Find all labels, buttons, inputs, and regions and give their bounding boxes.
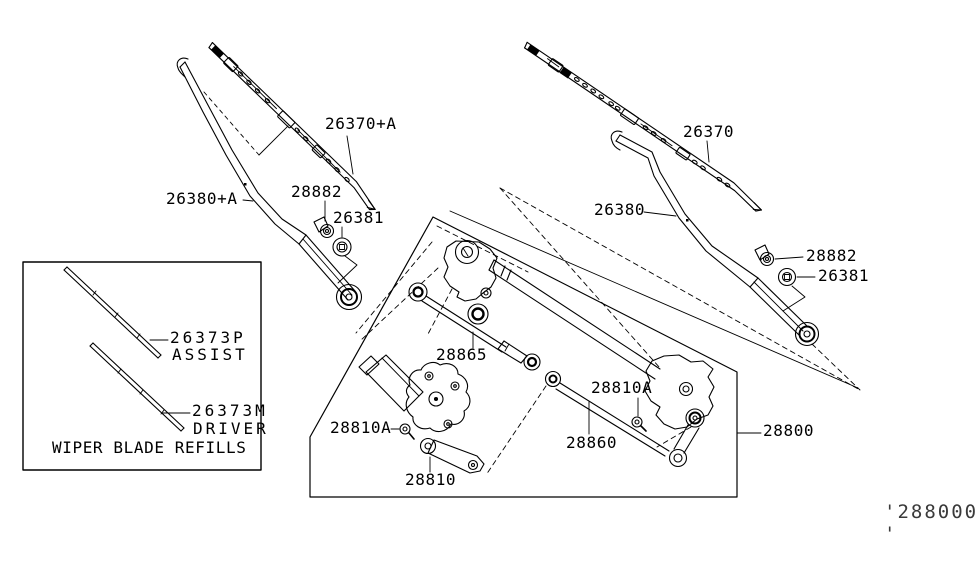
nut-left-icon: [314, 217, 334, 238]
label-nut-right: 28882: [806, 246, 858, 265]
assembly-boundary-28800: [310, 217, 737, 497]
arm-right-icon: [611, 131, 818, 345]
label-refill-assist-role: ASSIST: [172, 345, 248, 364]
label-grommet-right: 26381: [818, 266, 870, 285]
label-refill-assist-part: 26373P: [170, 328, 246, 347]
grommet-left-icon: [333, 238, 357, 283]
pivot-left-icon: [444, 241, 497, 302]
label-refill-driver-role: DRIVER: [193, 419, 269, 438]
frame-tube-icon: [489, 260, 660, 379]
bolt-left-icon: [400, 424, 414, 439]
label-motor-bolt-left: 28810A: [330, 418, 392, 437]
grommet-right-icon: [779, 269, 806, 312]
alignment-lines-left: [204, 92, 288, 155]
refill-box-icon: [23, 262, 261, 470]
construction-lines: [356, 188, 860, 475]
drawing-number-watermark: '288000 ': [884, 501, 975, 545]
label-link-rod: 28865: [436, 345, 488, 364]
label-blade-left: 26370+A: [325, 114, 397, 133]
label-linkage-assembly: 28800: [763, 421, 815, 440]
pivot-right-icon: [645, 355, 714, 467]
link-rod-28865-icon: [409, 283, 540, 370]
bushing-icon: [468, 304, 488, 324]
label-connect-rod: 28860: [566, 433, 618, 452]
label-refill-caption: WIPER BLADE REFILLS: [52, 438, 247, 457]
connect-rod-28860-icon: [546, 372, 670, 457]
label-refill-driver-part: 26373M: [192, 401, 268, 420]
label-grommet-left: 26381: [333, 208, 385, 227]
nut-right-icon: [755, 245, 774, 266]
arm-left-icon: [177, 58, 361, 309]
blade-right-icon: [521, 42, 766, 214]
label-motor-bolt-right: 28810A: [591, 378, 653, 397]
label-arm-right: 26380: [594, 200, 646, 219]
leader-lines: [150, 136, 815, 472]
motor-28810-icon: [359, 355, 484, 473]
blade-left-icon: [205, 42, 381, 212]
bolt-right-icon: [632, 417, 646, 431]
label-motor: 28810: [405, 470, 457, 489]
label-arm-left: 26380+A: [166, 189, 238, 208]
label-nut-left: 28882: [291, 182, 343, 201]
label-blade-right: 26370: [683, 122, 735, 141]
